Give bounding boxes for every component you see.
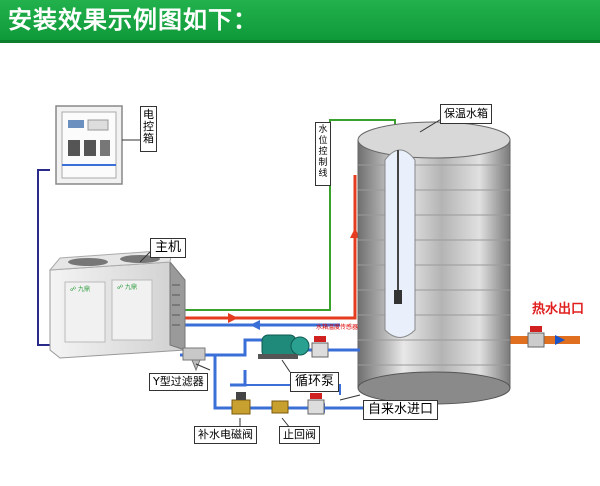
circulation-pump-label: 循环泵 (290, 372, 340, 392)
hot-water-outlet-label: 热水出口 (532, 302, 585, 317)
return-arrow-left (250, 320, 260, 330)
hot-pipe (178, 175, 357, 320)
insulated-tank (357, 121, 511, 405)
makeup-valve-label: 补水电磁阀 (194, 426, 257, 444)
check-valve (271, 400, 289, 414)
banner-divider (0, 40, 600, 43)
tank-valve (311, 336, 329, 358)
hot-arrow-right (228, 313, 238, 323)
outlet-valve (527, 326, 545, 348)
control-box (55, 105, 123, 185)
svg-text:☍ 九鼎: ☍ 九鼎 (117, 283, 137, 291)
svg-text:☍ 九鼎: ☍ 九鼎 (70, 285, 90, 293)
tap-water-inlet-label: 自来水进口 (363, 400, 439, 420)
check-valve-label: 止回阀 (279, 426, 320, 444)
title-banner: 安装效果示例图如下： (0, 0, 600, 40)
temp-sensor-note: 水箱温度传感器 (316, 324, 359, 331)
inlet-valve (307, 393, 325, 415)
makeup-riser (230, 370, 247, 387)
makeup-solenoid-valve (231, 392, 251, 415)
banner-title: 安装效果示例图如下： (8, 6, 258, 34)
installation-diagram: ☍ 九鼎 ☍ 九鼎 (37, 105, 580, 429)
heat-pump-unit: ☍ 九鼎 ☍ 九鼎 (48, 249, 186, 359)
main-unit-label: 主机 (150, 238, 187, 258)
circulation-pump (258, 334, 310, 359)
insulated-tank-label: 保温水箱 (440, 104, 492, 124)
y-filter-label: Y型过滤器 (149, 373, 208, 391)
leader-lines (122, 117, 444, 429)
water-level-line-label: 水位控制线 (315, 122, 331, 186)
y-filter (182, 347, 206, 372)
outlet-arrow (555, 335, 565, 345)
control-signal-line (37, 169, 50, 346)
control-box-label: 电控箱 (140, 106, 157, 152)
